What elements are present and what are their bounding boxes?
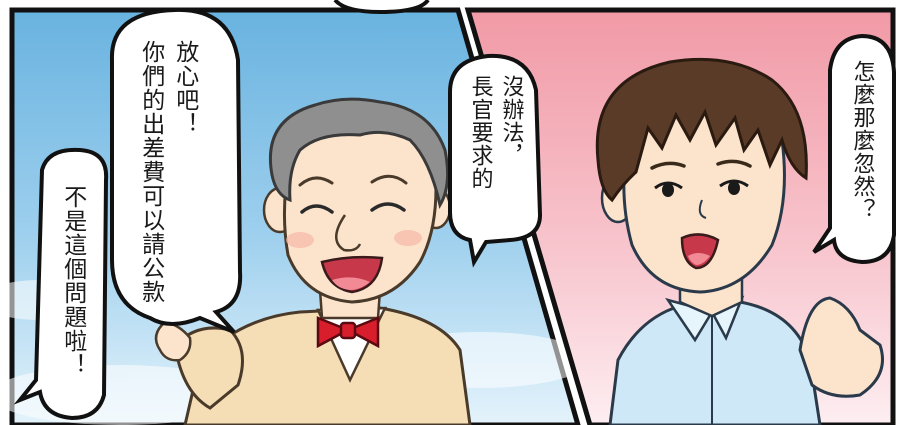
bubble-center-line-1: 沒辦法， [498, 75, 524, 167]
old-man-eye-right [370, 202, 406, 212]
old-man-eye-left [300, 204, 334, 214]
young-man-eye-left [654, 181, 683, 190]
old-man-hair [268, 97, 450, 209]
bubble-main-line-1: 放心吧！ [171, 40, 198, 136]
young-man-hair [595, 57, 808, 203]
bubble-right-line-1: 怎麼那麼忽然？ [849, 60, 875, 221]
old-man-character [154, 97, 472, 425]
bubble-main-line-2: 你們的出差費可以請公款 [137, 40, 164, 304]
bow-tie-icon [316, 316, 380, 349]
speech-bubble-main [109, 7, 243, 334]
bubble-side-line-1: 不是這個問題啦！ [59, 185, 86, 377]
young-man-character [595, 57, 884, 425]
speech-bubble-side [13, 147, 109, 421]
top-bubble-fragment [333, 0, 430, 15]
old-man-arm [173, 326, 244, 410]
young-man-hand [798, 296, 884, 398]
old-man-hand [154, 320, 192, 362]
bubble-center-line-2: 長官要求的 [467, 75, 493, 190]
speech-bubble-center [448, 53, 543, 268]
speech-bubble-right [812, 33, 896, 265]
